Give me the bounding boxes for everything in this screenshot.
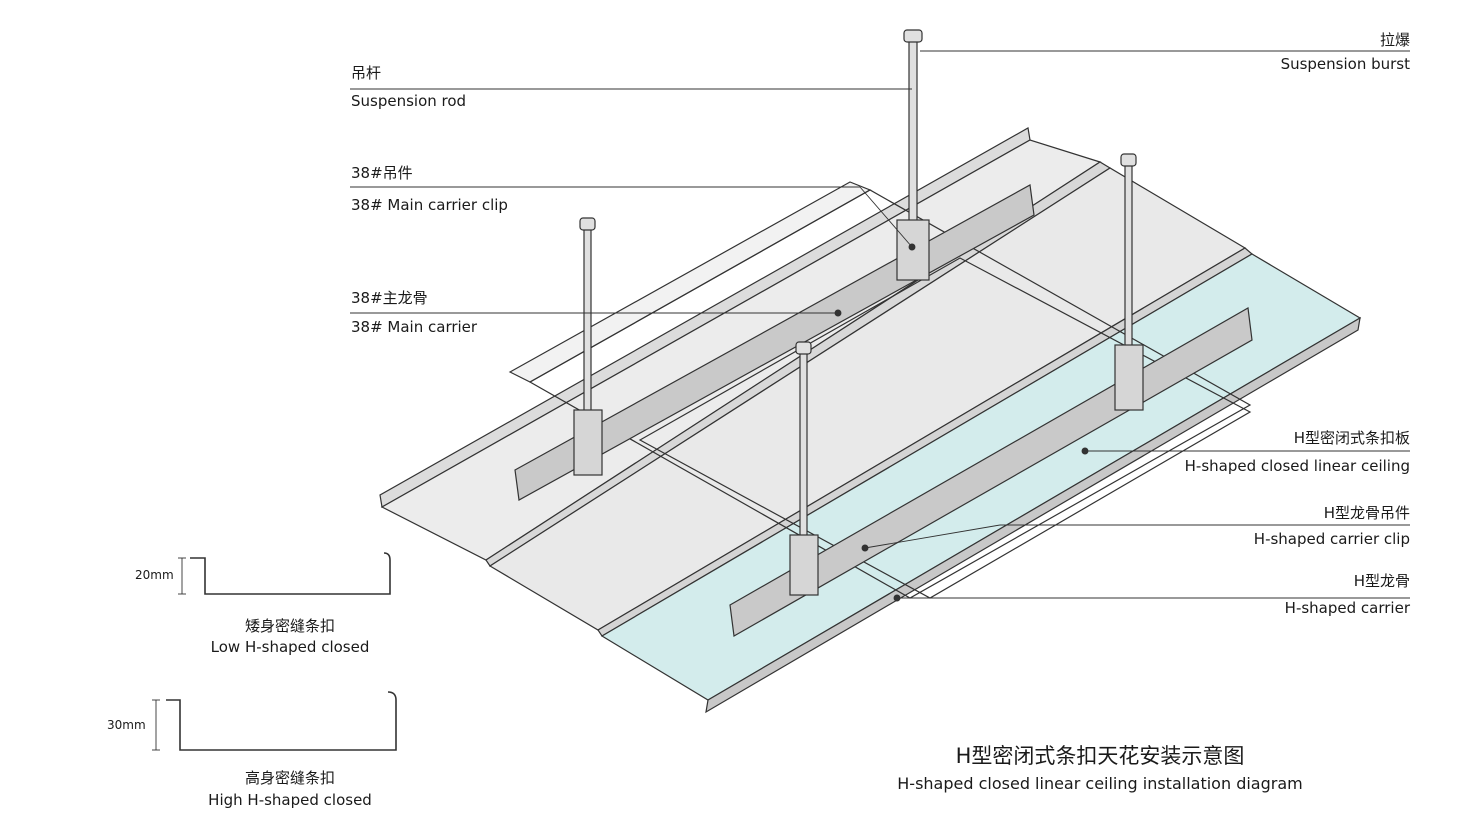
label-h-carrier-en: H-shaped carrier [1284,599,1410,617]
label-linear-ceiling-cn: H型密闭式条扣板 [1293,429,1410,447]
profile-low [178,552,391,595]
profile-high-height: 30mm [107,718,146,732]
leader-dot [861,544,869,552]
label-suspension-rod-cn: 吊杆 [351,64,382,82]
label-h-carrier-clip-en: H-shaped carrier clip [1253,530,1410,548]
profile-high-cn: 高身密缝条扣 [244,769,336,787]
label-main-carrier-cn: 38#主龙骨 [351,289,428,307]
suspension-rod [1114,153,1144,411]
label-suspension-burst-en: Suspension burst [1280,55,1410,73]
leader-line-main-carrier-clip-diag [859,186,913,248]
h-carrier [528,189,1252,599]
leader-lines [350,50,1410,602]
diagram-title-en: H-shaped closed linear ceiling installat… [897,774,1303,793]
leader-dot [1081,447,1089,455]
ceiling-panel [705,316,1361,714]
label-linear-ceiling-en: H-shaped closed linear ceiling [1184,457,1410,475]
leader-dot [893,594,901,602]
suspension-rod [789,341,819,596]
profile-low-en: Low H-shaped closed [210,638,370,656]
profile-high-en: High H-shaped closed [208,791,372,809]
label-suspension-rod-en: Suspension rod [351,92,467,110]
suspension-rod [896,29,930,281]
label-suspension-burst-cn: 拉爆 [1379,31,1410,49]
label-h-carrier-clip-cn: H型龙骨吊件 [1323,504,1410,522]
profile-low-height: 20mm [135,568,174,582]
suspension-rod [573,217,603,476]
label-main-carrier-clip-cn: 38#吊件 [351,164,413,182]
profile-high [152,691,397,751]
label-main-carrier-clip-en: 38# Main carrier clip [351,196,508,214]
profile-low-cn: 矮身密缝条扣 [244,617,336,635]
diagram-title-cn: H型密闭式条扣天花安装示意图 [955,744,1245,768]
label-main-carrier-en: 38# Main carrier [351,318,478,336]
leader-dot [834,309,842,317]
leader-dot [908,243,916,251]
ceiling-panels [379,127,1362,714]
leader-line-h-carrier-clip [864,524,1001,549]
label-h-carrier-cn: H型龙骨 [1353,572,1410,590]
suspension-rods [573,29,1144,596]
